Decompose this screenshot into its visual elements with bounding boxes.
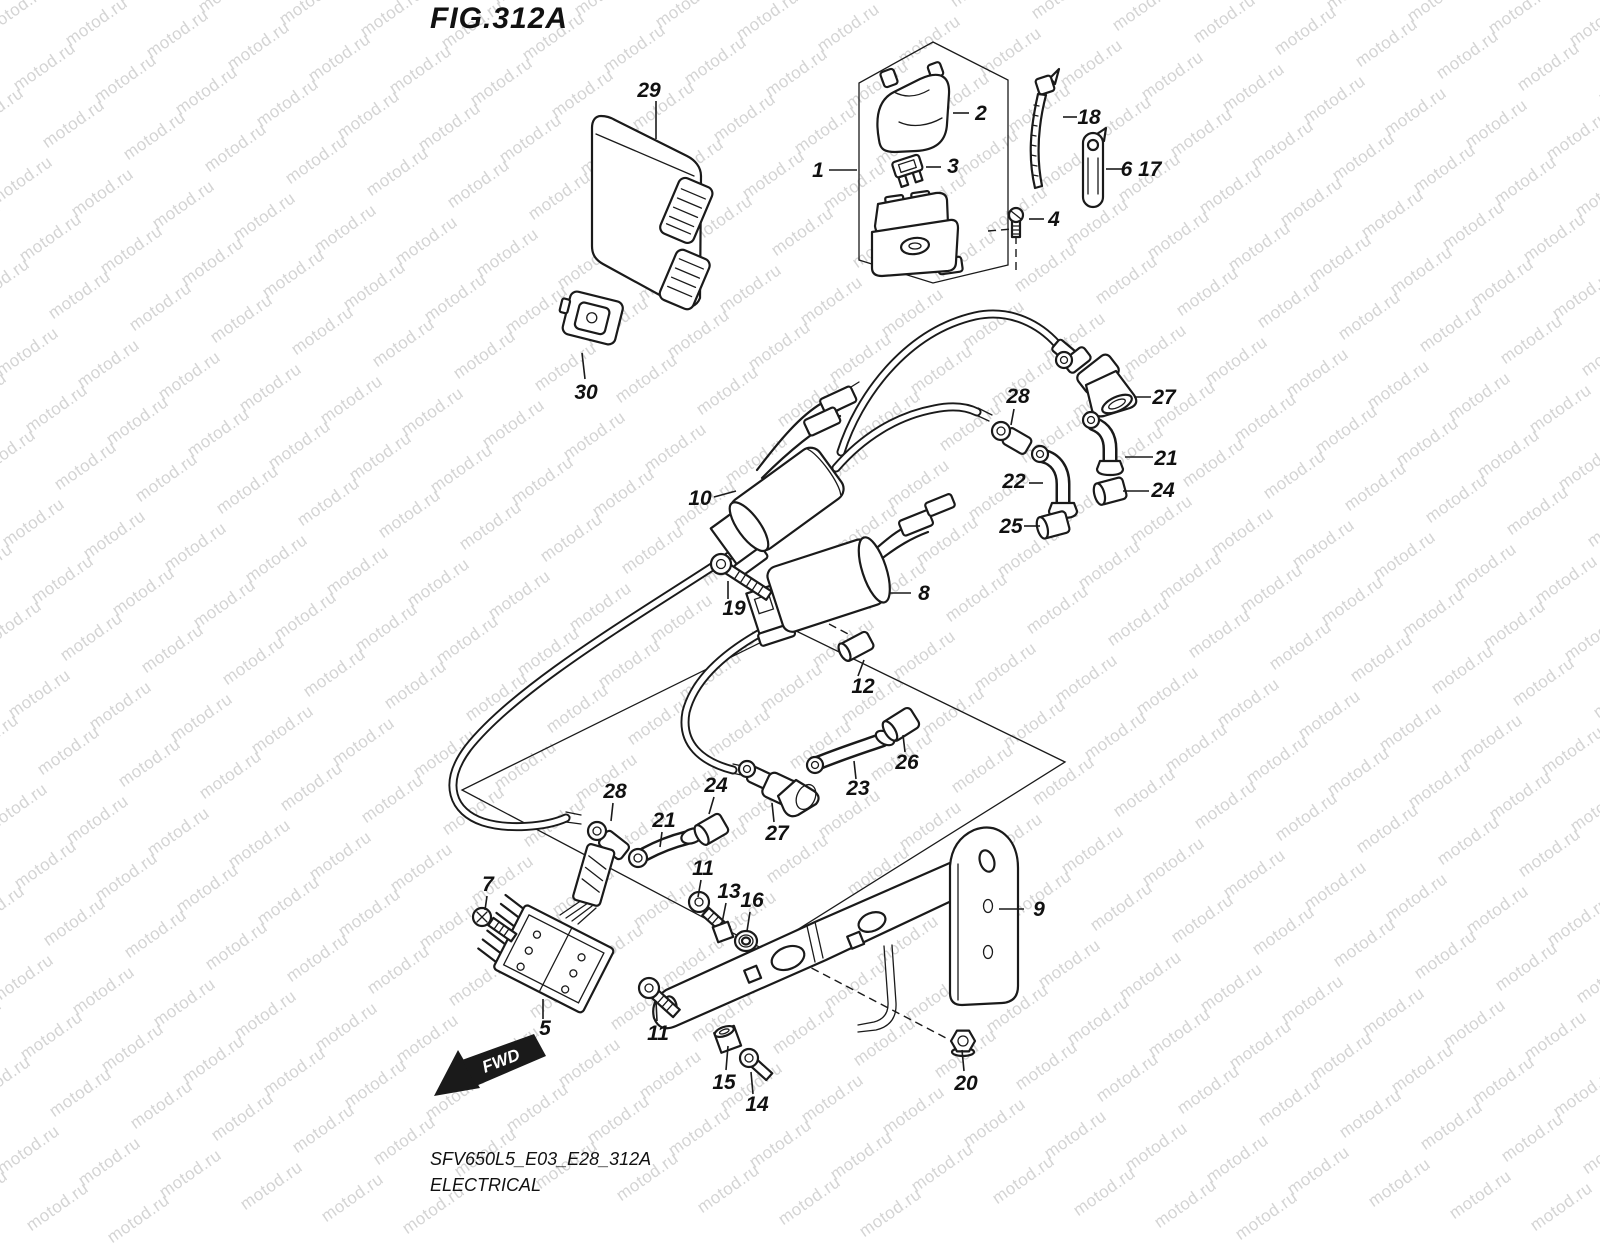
part-label-9: 9	[1033, 898, 1045, 921]
coil8-wires	[870, 493, 956, 562]
part-label-29: 29	[636, 79, 661, 102]
spark-plug-cap-27-top	[1054, 346, 1138, 418]
fwd-arrow: FWD	[434, 1034, 546, 1096]
part-label-15: 15	[712, 1071, 736, 1094]
part-leader-line-10	[713, 490, 737, 498]
ecu-unit	[590, 114, 714, 311]
part-label-18: 18	[1077, 106, 1101, 129]
part-label-27: 27	[1151, 386, 1177, 409]
fuse	[891, 153, 924, 189]
part-leader-line-14	[750, 1071, 754, 1095]
part-leader-line-16	[746, 911, 751, 932]
part-label-7: 7	[482, 873, 495, 896]
footer-code: SFV650L5_E03_E28_312A	[430, 1149, 652, 1169]
relay-group-box	[858, 41, 1013, 284]
part-leader-line-12	[857, 659, 865, 677]
part-leader-line-28	[610, 802, 614, 822]
screw-7	[471, 906, 518, 943]
part-label-28: 28	[1005, 385, 1030, 408]
part-label-22: 22	[1001, 470, 1026, 493]
part-label-23: 23	[845, 777, 870, 800]
bushing-15	[713, 1024, 743, 1054]
bolt-11-lower	[637, 976, 681, 1019]
cap-24-lower	[693, 812, 730, 846]
joint-28-lower	[586, 820, 631, 861]
elbow-21-right	[1081, 410, 1125, 477]
part-label-11: 11	[692, 857, 714, 880]
part-label-16: 16	[740, 889, 764, 912]
part-leader-line-28	[1010, 408, 1015, 426]
part-label-19: 19	[722, 597, 746, 620]
part-leader-line-27	[771, 802, 775, 823]
part-label-27: 27	[764, 822, 790, 845]
part-leader-line-11	[655, 1000, 658, 1022]
part-label-25: 25	[998, 515, 1023, 538]
footer-caption: ELECTRICAL	[430, 1175, 542, 1195]
part-label-14: 14	[745, 1093, 769, 1116]
grommet-16	[733, 929, 759, 953]
ht-lead-b	[831, 402, 993, 473]
footer: SFV650L5_E03_E28_312A ELECTRICAL	[430, 1146, 651, 1198]
part-label-3: 3	[947, 155, 959, 178]
bolt-14	[738, 1047, 774, 1082]
ht-lead-left-loop	[448, 541, 749, 832]
part-leader-line-7	[484, 895, 488, 911]
part-label-24: 24	[703, 774, 728, 797]
connector-30	[558, 290, 624, 346]
part-label-28: 28	[602, 780, 627, 803]
ignition-coil-10	[709, 446, 845, 577]
part-label-2: 2	[974, 102, 987, 125]
tube-12	[837, 630, 875, 663]
relay-cover	[876, 61, 951, 154]
nut-20	[949, 1029, 977, 1058]
cap-25	[1035, 510, 1071, 540]
rectifier-5	[477, 843, 616, 1014]
part-label-8: 8	[918, 582, 930, 605]
cap-26	[881, 706, 921, 742]
part-leader-line-13	[721, 902, 727, 924]
starter-relay	[870, 189, 964, 278]
band-617	[1081, 126, 1108, 209]
part-leader-line-20	[961, 1049, 965, 1072]
part-leader-line-30	[581, 352, 586, 380]
part-label-12: 12	[851, 675, 875, 698]
part-leader-line-21	[659, 831, 663, 848]
part-label-21: 21	[1153, 447, 1177, 470]
part-label-13: 13	[717, 880, 741, 903]
part-label-5: 5	[539, 1017, 551, 1040]
page-title: FIG.312A	[430, 2, 569, 35]
screw-4	[1007, 206, 1025, 272]
part-label-6-17: 6 17	[1121, 158, 1163, 181]
part-label-1: 1	[812, 159, 824, 182]
part-label-20: 20	[953, 1072, 978, 1095]
part-label-11: 11	[647, 1022, 669, 1045]
spacer-13	[711, 920, 735, 944]
part-leader-line-24	[708, 796, 715, 815]
part-label-4: 4	[1047, 208, 1060, 231]
part-leader-line-11	[697, 879, 702, 898]
spark-plug-cap-27-lower	[737, 759, 820, 818]
elbow-23	[805, 729, 896, 775]
cap-24-right	[1092, 476, 1128, 506]
part-label-30: 30	[574, 381, 598, 404]
part-leader-line-23	[853, 760, 857, 780]
elbow-22	[1030, 444, 1079, 520]
part-label-10: 10	[688, 487, 712, 510]
part-label-24: 24	[1150, 479, 1175, 502]
bolt-19	[709, 552, 773, 601]
part-label-21: 21	[651, 809, 675, 832]
part-leader-line-15	[725, 1045, 729, 1071]
bracket-9	[652, 826, 1020, 1039]
joint-28-top	[990, 420, 1033, 455]
part-leader-line-26	[902, 734, 906, 753]
cable-tie	[1029, 67, 1061, 190]
coil10-wires	[755, 381, 860, 480]
part-label-26: 26	[894, 751, 919, 774]
